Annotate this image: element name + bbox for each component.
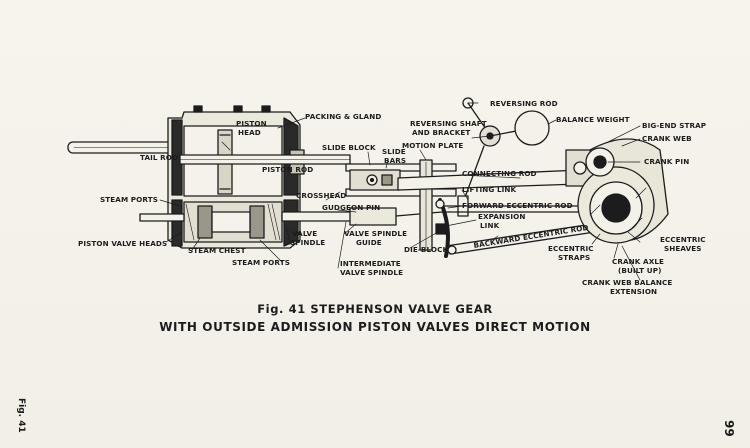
label-piston: PISTON [236, 119, 267, 128]
label-head: HEAD [238, 128, 261, 137]
label-piston-valve-heads: PISTON VALVE HEADS [78, 239, 167, 248]
label-reversing-shaft: REVERSING SHAFT [410, 119, 487, 128]
cylinder-drawing [167, 105, 305, 249]
label-crank-web-balance: CRANK WEB BALANCE [582, 278, 672, 287]
label-crosshead: CROSSHEAD [296, 191, 346, 200]
figure-caption-title: Fig. 41 STEPHENSON VALVE GEAR [257, 302, 493, 316]
label-steam-chest: STEAM CHEST [188, 246, 246, 255]
label-balance-weight: BALANCE WEIGHT [556, 115, 630, 124]
label-piston-rod: PISTON ROD [262, 165, 313, 174]
label-big-end-strap: BIG-END STRAP [642, 121, 706, 130]
label-forward-eccentric-rod: FORWARD ECCENTRIC ROD [462, 201, 573, 210]
leader-lines [159, 102, 641, 281]
figure-caption-subtitle: WITH OUTSIDE ADMISSION PISTON VALVES DIR… [159, 320, 591, 334]
label-lifting-link: LIFTING LINK [462, 185, 517, 194]
label-and-bracket: AND BRACKET [412, 128, 470, 137]
label-steam-ports-bottom: STEAM PORTS [232, 258, 290, 267]
label-valve-spindle-2: VALVE SPINDLE [340, 268, 403, 277]
label-eccentric-straps-1: ECCENTRIC [548, 244, 594, 253]
label-extension: EXTENSION [610, 287, 657, 296]
label-motion-plate: MOTION PLATE [402, 141, 463, 150]
page-number: 99 [722, 420, 736, 437]
reversing-shaft-drawing [457, 97, 550, 217]
tail-rod-drawing [67, 141, 181, 154]
label-eccentric-straps-2: STRAPS [558, 253, 590, 262]
label-expansion: EXPANSION [478, 212, 526, 221]
label-crank-pin: CRANK PIN [644, 157, 689, 166]
label-eccentric-sheaves-1: ECCENTRIC [660, 235, 706, 244]
label-bars: BARS [384, 156, 406, 165]
label-die-block: DIE-BLOCK [404, 245, 449, 254]
label-built-up: (BUILT UP) [618, 266, 661, 275]
label-steam-ports-left: STEAM PORTS [100, 195, 158, 204]
label-slide: SLIDE [382, 147, 406, 156]
label-intermediate: INTERMEDIATE [340, 259, 401, 268]
label-connecting-rod: CONNECTING ROD [462, 169, 537, 178]
valve-spindle-drawing [139, 207, 443, 226]
label-tail-rod: TAIL ROD [140, 153, 178, 162]
label-spindle: SPINDLE [290, 238, 325, 247]
label-reversing-rod: REVERSING ROD [490, 99, 558, 108]
side-figure-label: Fig. 41 [16, 398, 26, 433]
label-guide: GUIDE [356, 238, 382, 247]
label-crank-web: CRANK WEB [642, 134, 692, 143]
slide-bars-drawing [345, 163, 457, 197]
label-slide-block: SLIDE BLOCK [322, 143, 376, 152]
label-eccentric-sheaves-2: SHEAVES [664, 244, 702, 253]
label-valve: VALVE [292, 229, 317, 238]
label-valve-spindle: VALVE SPINDLE [344, 229, 407, 238]
label-packing-gland: PACKING & GLAND [305, 112, 381, 121]
label-gudgeon-pin: GUDGEON PIN [322, 203, 380, 212]
label-crank-axle: CRANK AXLE [612, 257, 664, 266]
label-link: LINK [480, 221, 500, 230]
piston-rod-drawing [179, 154, 351, 165]
crank-axle-drawing [577, 138, 669, 244]
